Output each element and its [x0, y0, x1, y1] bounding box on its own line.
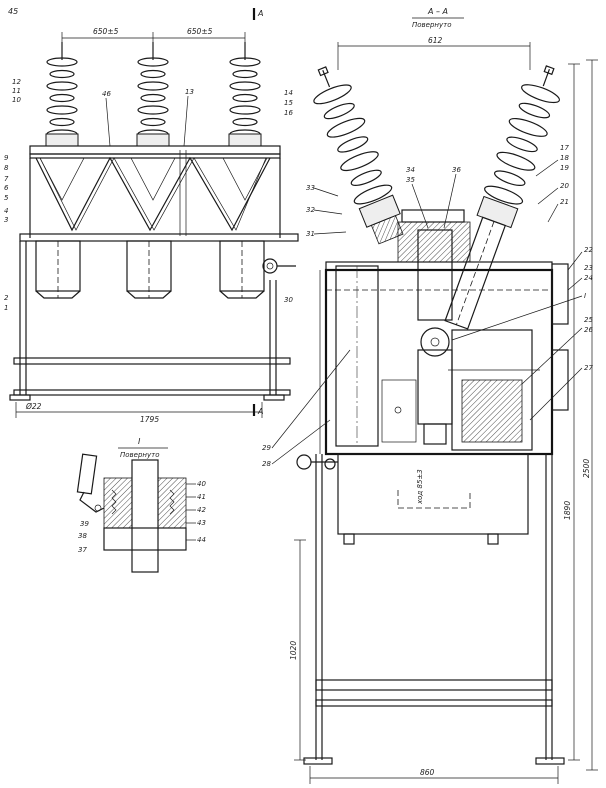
section-insulator-right [444, 65, 561, 330]
callout: 41 [197, 493, 206, 501]
callout: 5 [4, 194, 9, 202]
callout: 27 [584, 364, 593, 372]
callout: 16 [284, 109, 293, 117]
callout: 22 [584, 246, 593, 254]
detail-labels-right: 40 41 42 43 44 [197, 480, 206, 544]
detail-subtitle: Повернуто [120, 451, 160, 459]
section-subtitle: Повернуто [412, 21, 452, 29]
callout: 9 [4, 154, 9, 162]
callout: 30 [284, 296, 293, 304]
callout: 39 [80, 520, 89, 528]
detail-title: I [138, 437, 141, 446]
dim-spacing-right: 650±5 [187, 27, 213, 36]
callout: 19 [560, 164, 569, 172]
callout: 14 [284, 89, 293, 97]
section-labels-right: 17 18 19 20 21 22 23 24 I 25 26 27 [560, 144, 593, 372]
callout: 7 [4, 175, 9, 183]
callout: 13 [185, 88, 194, 96]
callout: 37 [78, 546, 87, 554]
front-labels-right: 14 15 16 30 [284, 89, 293, 304]
callout: 40 [197, 480, 206, 488]
callout: 43 [197, 519, 206, 527]
section-mark-bottom: A [257, 407, 263, 416]
callout: 15 [284, 99, 293, 107]
insulator-phase-c [228, 42, 262, 147]
dim-bolt-dia: Ø22 [25, 402, 42, 411]
detail-labels-left: 39 38 37 [78, 520, 89, 554]
callout: 33 [306, 184, 315, 192]
callout: 17 [560, 144, 569, 152]
insulator-phase-a [45, 42, 79, 147]
callout: 34 [406, 166, 415, 174]
dim-spacing-left: 650±5 [93, 27, 119, 36]
callout: 21 [560, 198, 569, 206]
callout: 42 [197, 506, 206, 514]
section-labels-top: 34 35 36 [406, 166, 461, 184]
callout: 1 [4, 304, 8, 312]
dim-top-width: 612 [428, 36, 443, 45]
callout: I [584, 292, 586, 300]
callout: 4 [4, 207, 8, 215]
callout: 25 [584, 316, 593, 324]
callout: 10 [12, 96, 21, 104]
section-labels-left: 33 32 31 29 28 [262, 184, 315, 468]
dim-overall-height: 2500 [582, 459, 591, 478]
callout: 20 [560, 182, 569, 190]
callout: 44 [197, 536, 206, 544]
callout: 3 [4, 216, 8, 224]
callout: 23 [584, 264, 593, 272]
callout: 11 [12, 87, 21, 95]
callout: 35 [406, 176, 415, 184]
dim-base-width: 860 [420, 768, 435, 777]
dim-stroke-note: ход 85±3 [416, 469, 424, 505]
callout: 8 [4, 164, 9, 172]
dim-overall-width: 1795 [140, 415, 159, 424]
callout: 2 [4, 294, 9, 302]
section-title: А – А [427, 7, 448, 16]
callout: 26 [584, 326, 593, 334]
section-mark-top: A [257, 9, 263, 18]
callout: 6 [4, 184, 9, 192]
callout: 18 [560, 154, 569, 162]
callout: 12 [12, 78, 21, 86]
insulator-phase-b [136, 42, 170, 147]
section-insulator-left [313, 66, 404, 245]
section-view: А – А Повернуто 612 [262, 7, 598, 784]
callout: 28 [262, 460, 271, 468]
dim-frame-height: 1020 [289, 641, 298, 660]
callout: 24 [584, 274, 593, 282]
callout: 46 [102, 90, 111, 98]
sheet-number: 45 [8, 7, 18, 16]
callout: 32 [306, 206, 315, 214]
front-labels-left: 12 11 10 9 8 7 6 5 4 3 2 1 [4, 78, 21, 312]
callout: 31 [306, 230, 315, 238]
detail-view: I Повернуто 39 38 37 40 41 42 43 44 [76, 437, 206, 573]
callout: 29 [262, 444, 271, 452]
callout: 36 [452, 166, 461, 174]
dim-total-height: 1890 [563, 501, 572, 520]
front-view: 650±5 650±5 A [4, 8, 299, 424]
callout: 38 [78, 532, 87, 540]
